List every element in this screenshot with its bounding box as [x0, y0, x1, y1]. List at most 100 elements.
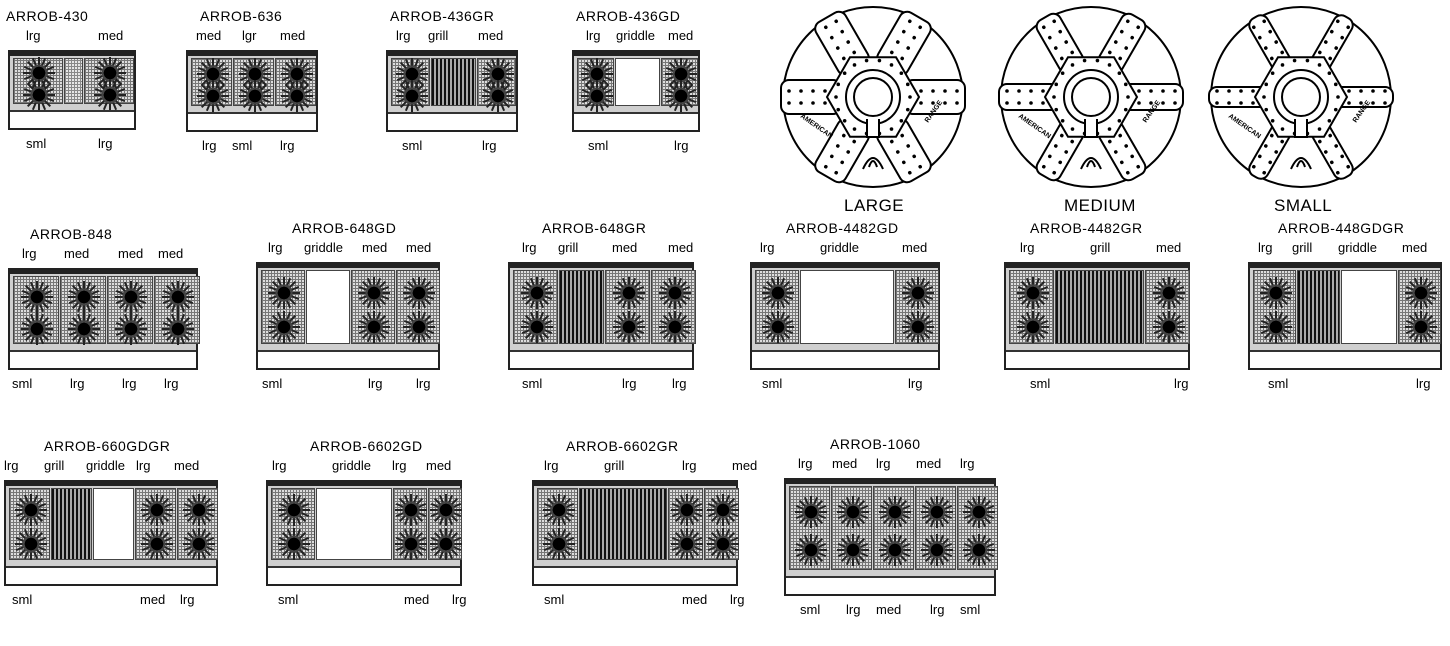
port-hole [1136, 25, 1140, 30]
burner-icon [145, 532, 168, 555]
port-hole [1060, 133, 1064, 138]
port-hole [1041, 101, 1045, 105]
burner-zone [393, 488, 427, 560]
port-hole [896, 150, 900, 154]
burner-icon [799, 500, 822, 523]
bottom-burner-label: lrg [180, 592, 195, 607]
bottom-burner-label: lrg [730, 592, 745, 607]
top-zone-label: grill [604, 458, 625, 473]
port-hole [1054, 107, 1059, 112]
port-hole [1064, 40, 1068, 44]
port-hole [906, 144, 910, 148]
port-hole [1347, 89, 1351, 93]
bottom-burner-label: lrg [416, 376, 431, 391]
port-hole [1251, 89, 1255, 93]
bottom-burner-label: sml [800, 602, 821, 617]
top-zone-label: med [1402, 240, 1428, 255]
cooktop-model-number: ARROB-660GDGR [44, 438, 171, 454]
grate-zone [64, 58, 83, 104]
burner-zone [9, 488, 50, 560]
port-hole [842, 133, 846, 138]
port-hole [824, 25, 828, 30]
port-hole [1149, 101, 1153, 105]
burner-icon [400, 499, 422, 522]
top-zone-label: lrg [544, 458, 559, 473]
bottom-burner-label: lrg [930, 602, 945, 617]
control-panel-strip [510, 350, 692, 368]
burner-zone [60, 276, 106, 345]
port-hole [1251, 101, 1255, 105]
top-zone-label: lrg [26, 28, 41, 43]
cooktop-surface [1248, 262, 1442, 370]
bottom-burner-label: lrg [280, 138, 295, 153]
port-hole [836, 46, 840, 50]
cooktop-back-rail [786, 480, 994, 484]
port-hole [1070, 63, 1075, 67]
burner-cap-inner [1071, 77, 1111, 117]
top-zone-label: med [916, 456, 942, 471]
top-zone-label: med [732, 458, 758, 473]
top-zone-label: lrg [682, 458, 697, 473]
burner-zone [135, 488, 176, 560]
cooktop-surface [750, 262, 940, 370]
port-hole [811, 89, 815, 93]
bottom-burner-label: sml [1268, 376, 1289, 391]
port-hole [1124, 144, 1128, 148]
port-hole [1107, 127, 1112, 131]
top-zone-label: lrg [4, 458, 19, 473]
cooktop-surface [8, 50, 136, 130]
bottom-burner-label: lrg [908, 376, 923, 391]
port-hole [1262, 95, 1266, 99]
cooktop-model-number: ARROB-6602GR [566, 438, 679, 454]
port-hole [836, 82, 841, 87]
port-hole [1042, 25, 1046, 30]
port-hole [1029, 101, 1033, 105]
bottom-burner-label: lrg [368, 376, 383, 391]
burner-icon [273, 281, 295, 304]
port-hole [864, 58, 869, 63]
burner-zone [477, 57, 516, 113]
burner-icon [435, 499, 457, 522]
port-hole [902, 29, 906, 34]
port-hole [1327, 118, 1332, 123]
control-panel-strip [786, 576, 994, 594]
burner-zone [154, 276, 200, 345]
port-hole [1371, 101, 1375, 105]
port-hole [900, 133, 904, 138]
control-panel-strip [388, 112, 516, 130]
burner-icon [547, 532, 570, 555]
burner-icon [767, 316, 789, 339]
burner-zone [177, 488, 218, 560]
port-hole [1383, 89, 1387, 93]
port-hole [1017, 89, 1021, 93]
port-hole [1239, 101, 1243, 105]
port-hole [1082, 58, 1087, 63]
top-zone-label: grill [1090, 240, 1111, 255]
port-hole [1264, 82, 1269, 87]
cooktop-surface [508, 262, 696, 370]
port-hole [1270, 56, 1274, 61]
port-hole [906, 46, 910, 50]
burner-icon [675, 532, 698, 555]
cooktop-model-number: ARROB-4482GR [1030, 220, 1143, 236]
burner-cap-inner [853, 77, 893, 117]
port-hole [1327, 71, 1332, 76]
control-panel-strip [574, 112, 698, 130]
top-zone-label: lrg [392, 458, 407, 473]
port-hole [852, 63, 857, 67]
bottom-burner-label: sml [544, 592, 565, 607]
bottom-burner-label: med [404, 592, 430, 607]
port-hole [1258, 35, 1262, 40]
port-hole [1328, 56, 1332, 61]
port-hole [1324, 150, 1328, 154]
port-hole [889, 127, 894, 131]
port-hole [1136, 164, 1140, 169]
port-hole [1060, 118, 1065, 123]
top-zone-label: med [158, 246, 184, 261]
port-hole [899, 118, 904, 123]
burner-zone [873, 486, 914, 570]
cooktop-model-number: ARROB-648GD [292, 220, 397, 236]
port-hole [1052, 170, 1056, 175]
